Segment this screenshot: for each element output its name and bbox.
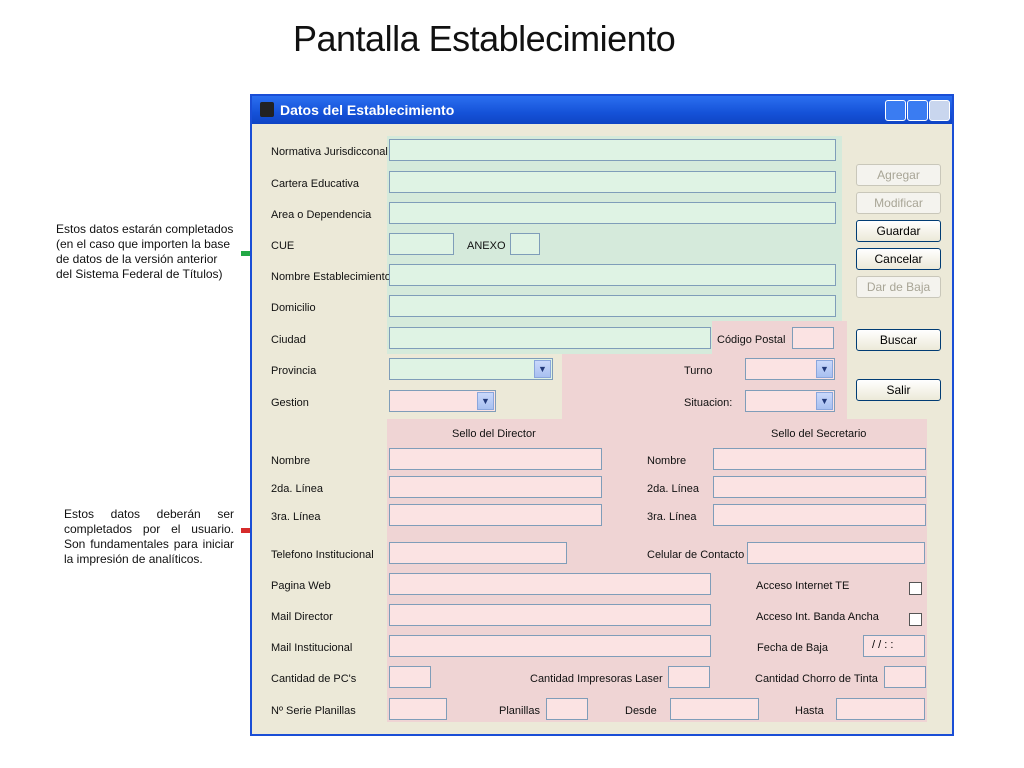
situacion-select[interactable]: ▼	[745, 390, 835, 412]
label-turno: Turno	[684, 365, 713, 377]
prefilled-zone	[387, 136, 842, 326]
window-title: Datos del Establecimiento	[280, 102, 455, 118]
green-bracket-tick	[241, 251, 252, 256]
label-provincia: Provincia	[271, 365, 317, 377]
cue-input[interactable]	[389, 233, 454, 255]
label-secretario-nombre: Nombre	[647, 455, 687, 467]
label-ciudad: Ciudad	[271, 334, 306, 346]
label-mail-institucional: Mail Institucional	[271, 642, 353, 654]
anexo-input[interactable]	[510, 233, 540, 255]
label-mail-director: Mail Director	[271, 611, 333, 623]
cant-pc-input[interactable]	[389, 666, 431, 688]
label-director-linea3: 3ra. Línea	[271, 511, 321, 523]
label-nombre-establecimiento: Nombre Establecimiento	[271, 271, 391, 283]
label-sello-secretario: Sello del Secretario	[771, 428, 867, 440]
label-telefono: Telefono Institucional	[271, 549, 374, 561]
normativa-input[interactable]	[389, 139, 836, 161]
nombre-establecimiento-input[interactable]	[389, 264, 836, 286]
cancelar-button[interactable]: Cancelar	[856, 248, 941, 270]
slide-title: Pantalla Establecimiento	[293, 18, 676, 59]
ciudad-input[interactable]	[389, 327, 711, 349]
label-situacion: Situacion:	[684, 397, 733, 409]
label-planillas: Planillas	[499, 705, 540, 717]
label-fecha-baja: Fecha de Baja	[757, 642, 828, 654]
chevron-down-icon[interactable]: ▼	[816, 360, 833, 378]
red-bracket-tick	[241, 528, 252, 533]
mail-director-input[interactable]	[389, 604, 711, 626]
note-user-data: Estos datos deberán ser completados por …	[64, 507, 234, 566]
chevron-down-icon[interactable]: ▼	[477, 392, 494, 410]
domicilio-input[interactable]	[389, 295, 836, 317]
buscar-button[interactable]: Buscar	[856, 329, 941, 351]
label-pagina-web: Pagina Web	[271, 580, 331, 592]
window-titlebar[interactable]: Datos del Establecimiento	[252, 96, 952, 124]
chevron-down-icon[interactable]: ▼	[534, 360, 551, 378]
label-acceso-banda: Acceso Int. Banda Ancha	[756, 611, 879, 623]
cant-laser-input[interactable]	[668, 666, 710, 688]
close-icon[interactable]	[929, 100, 950, 121]
agregar-button[interactable]: Agregar	[856, 164, 941, 186]
modificar-button[interactable]: Modificar	[856, 192, 941, 214]
label-secretario-linea2: 2da. Línea	[647, 483, 699, 495]
telefono-input[interactable]	[389, 542, 567, 564]
book-icon	[260, 102, 274, 117]
label-area: Area o Dependencia	[271, 209, 372, 221]
acceso-banda-checkbox[interactable]	[909, 613, 922, 626]
label-director-linea2: 2da. Línea	[271, 483, 323, 495]
salir-button[interactable]: Salir	[856, 379, 941, 401]
codigo-postal-input[interactable]	[792, 327, 834, 349]
turno-select[interactable]: ▼	[745, 358, 835, 380]
secretario-linea3-input[interactable]	[713, 504, 926, 526]
label-domicilio: Domicilio	[271, 302, 316, 314]
celular-input[interactable]	[747, 542, 925, 564]
label-nro-serie: Nº Serie Planillas	[271, 705, 356, 717]
director-linea2-input[interactable]	[389, 476, 602, 498]
label-hasta: Hasta	[795, 705, 824, 717]
label-cant-laser: Cantidad Impresoras Laser	[530, 673, 663, 685]
chevron-down-icon[interactable]: ▼	[816, 392, 833, 410]
director-nombre-input[interactable]	[389, 448, 602, 470]
label-normativa: Normativa Jurisdicconal	[271, 146, 388, 158]
label-gestion: Gestion	[271, 397, 309, 409]
label-director-nombre: Nombre	[271, 455, 311, 467]
label-cant-pc: Cantidad de PC's	[271, 673, 357, 685]
label-celular: Celular de Contacto	[647, 549, 745, 561]
minimize-icon[interactable]	[885, 100, 906, 121]
planillas-input[interactable]	[546, 698, 588, 720]
note-prefilled-data: Estos datos estarán completados (en el c…	[56, 222, 234, 281]
cartera-input[interactable]	[389, 171, 836, 193]
provincia-select[interactable]: ▼	[389, 358, 553, 380]
hasta-input[interactable]	[836, 698, 925, 720]
mail-institucional-input[interactable]	[389, 635, 711, 657]
label-acceso-internet: Acceso Internet TE	[756, 580, 850, 592]
secretario-nombre-input[interactable]	[713, 448, 926, 470]
maximize-icon[interactable]	[907, 100, 928, 121]
dar-baja-button[interactable]: Dar de Baja	[856, 276, 941, 298]
nro-serie-input[interactable]	[389, 698, 447, 720]
label-cartera: Cartera Educativa	[271, 178, 360, 190]
fecha-baja-input[interactable]: / / : :	[863, 635, 925, 657]
pagina-web-input[interactable]	[389, 573, 711, 595]
desde-input[interactable]	[670, 698, 759, 720]
director-linea3-input[interactable]	[389, 504, 602, 526]
label-codigo-postal: Código Postal	[717, 334, 786, 346]
label-cant-chorro: Cantidad Chorro de Tinta	[755, 673, 878, 685]
acceso-internet-checkbox[interactable]	[909, 582, 922, 595]
gestion-select[interactable]: ▼	[389, 390, 496, 412]
label-anexo: ANEXO	[467, 240, 506, 252]
area-input[interactable]	[389, 202, 836, 224]
cant-chorro-input[interactable]	[884, 666, 926, 688]
secretario-linea2-input[interactable]	[713, 476, 926, 498]
label-secretario-linea3: 3ra. Línea	[647, 511, 697, 523]
establishment-window: Datos del Establecimiento Normativa Juri…	[250, 94, 954, 736]
label-desde: Desde	[625, 705, 657, 717]
label-cue: CUE	[271, 240, 295, 252]
label-sello-director: Sello del Director	[452, 428, 536, 440]
guardar-button[interactable]: Guardar	[856, 220, 941, 242]
